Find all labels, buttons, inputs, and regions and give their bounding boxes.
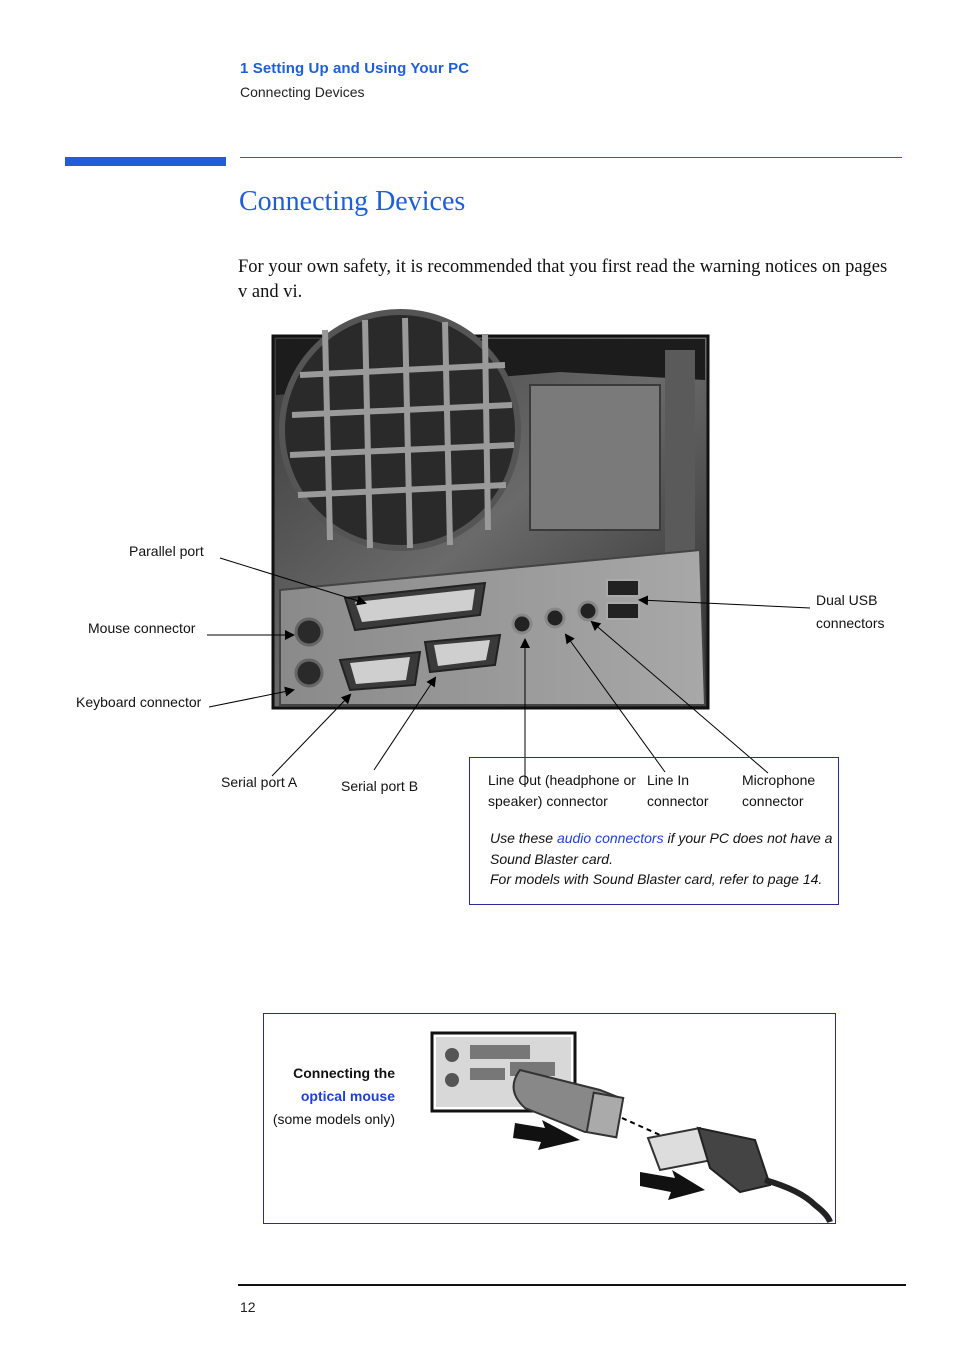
label-microphone: Microphone connector [742, 770, 815, 812]
audio-note-pre: Use these [490, 830, 557, 846]
audio-note-line1: Use these audio connectors if your PC do… [490, 828, 832, 849]
optical-mouse-link[interactable]: optical mouse [300, 1088, 395, 1104]
label-line-out-line1: Line Out (headphone or [488, 772, 636, 788]
label-microphone-line2: connector [742, 793, 804, 809]
section-rule [240, 157, 902, 158]
label-dual-usb-line2: connectors [816, 615, 885, 631]
audio-note-line2: Sound Blaster card. [490, 850, 613, 867]
chapter-heading: 1 Setting Up and Using Your PC [240, 60, 470, 77]
audio-connectors-box: Line Out (headphone or speaker) connecto… [469, 757, 839, 905]
label-mouse-connector: Mouse connector [88, 620, 196, 636]
label-keyboard-connector: Keyboard connector [76, 694, 202, 710]
optical-mouse-figure [430, 1031, 833, 1224]
section-marker-bar [65, 157, 226, 166]
optical-mouse-caption: Connecting the optical mouse (some model… [273, 1062, 395, 1131]
label-dual-usb-line1: Dual USB [816, 592, 878, 608]
caption-line1: Connecting the [293, 1065, 395, 1081]
intro-paragraph: For your own safety, it is recommended t… [238, 257, 888, 302]
label-parallel-port: Parallel port [129, 543, 204, 559]
audio-connectors-link[interactable]: audio connectors [556, 830, 664, 846]
audio-note-post: if your PC does not have a [663, 830, 833, 846]
label-line-out: Line Out (headphone or speaker) connecto… [488, 770, 636, 812]
label-line-in-line1: Line In [647, 772, 690, 788]
pc-rear-photo [271, 309, 710, 710]
label-line-out-line2: speaker) connector [488, 793, 608, 809]
label-serial-port-a: Serial port A [221, 774, 298, 790]
page-title: Connecting Devices [239, 186, 466, 217]
audio-note-line3: For models with Sound Blaster card, refe… [490, 871, 823, 887]
page-number: 12 [240, 1299, 256, 1315]
footer-rule [238, 1284, 906, 1286]
label-dual-usb: Dual USB connectors [816, 590, 884, 634]
section-subheading: Connecting Devices [240, 84, 365, 100]
optical-mouse-box: Connecting the optical mouse (some model… [263, 1013, 836, 1224]
callout-lines [207, 557, 811, 787]
label-line-in-line2: connector [647, 793, 709, 809]
fan-grill [279, 309, 521, 551]
label-microphone-line1: Microphone [742, 772, 816, 788]
audio-note: Use these audio connectors if your PC do… [490, 828, 832, 890]
caption-line3: (some models only) [272, 1111, 395, 1127]
label-serial-port-b: Serial port B [341, 778, 419, 794]
label-line-in: Line In connector [647, 770, 708, 812]
